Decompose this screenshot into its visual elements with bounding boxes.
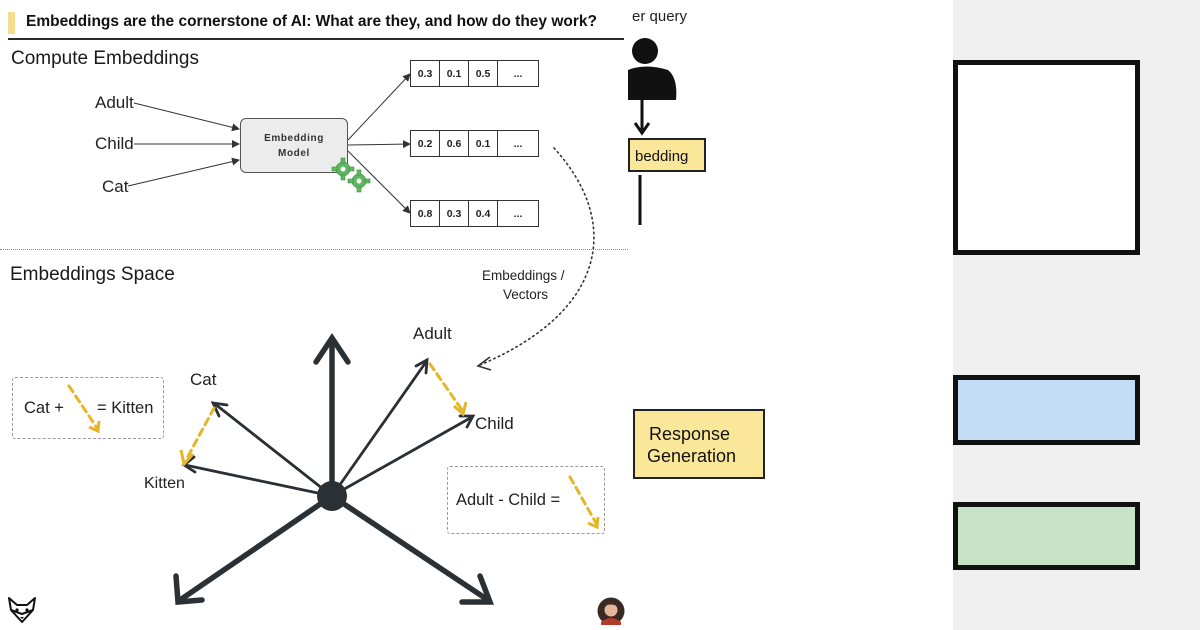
vector-row-adult: 0.3 0.1 0.5 ... (410, 60, 539, 87)
equation-adult-child-text: Adult - Child = (456, 491, 561, 509)
vector-cell: 0.4 (469, 201, 498, 226)
vector-cell: 0.3 (411, 61, 440, 86)
vector-cell: 0.6 (440, 131, 469, 156)
equation-cat-prefix: Cat + (24, 399, 64, 417)
equation-cat-suffix: = Kitten (97, 399, 154, 417)
space-section-title: Embeddings Space (10, 264, 175, 285)
point-label-child: Child (475, 414, 514, 433)
input-cat: Cat (102, 177, 129, 196)
gear-icon (331, 157, 371, 193)
embedding-box-label: bedding (635, 148, 689, 165)
overlay-query-label: er query (632, 8, 688, 25)
person-icon (628, 38, 677, 225)
vector-cell: 0.8 (411, 201, 440, 226)
vectors-label-line2: Vectors (503, 287, 549, 302)
input-child: Child (95, 134, 134, 153)
point-label-kitten: Kitten (144, 475, 185, 492)
page-title: Embeddings are the cornerstone of AI: Wh… (26, 13, 597, 30)
vector-cell: ... (513, 207, 523, 220)
title-rule (8, 38, 624, 40)
input-adult: Adult (95, 93, 134, 112)
equation-adult-child: Adult - Child = (447, 466, 605, 534)
response-generation-box: Response Generation (633, 409, 765, 479)
equation-cat-kitten: Cat + = Kitten (12, 377, 164, 439)
compute-section-title: Compute Embeddings (11, 48, 199, 69)
avatar-icon (597, 597, 625, 625)
dashed-vector-icon (568, 475, 600, 530)
embedding-box: bedding (628, 138, 706, 172)
title-accent (8, 12, 15, 34)
response-line1: Response (649, 424, 731, 444)
vectors-label-line1: Embeddings / (482, 268, 565, 283)
right-green-box (953, 502, 1140, 570)
compute-connectors (127, 73, 411, 214)
vector-cell: ... (513, 137, 523, 150)
vector-row-child: 0.2 0.6 0.1 ... (410, 130, 539, 157)
vector-cell: 0.3 (440, 201, 469, 226)
point-label-adult: Adult (413, 324, 452, 343)
dashed-vector-icon (67, 384, 101, 434)
section-divider (0, 249, 628, 250)
right-blue-box (953, 375, 1140, 445)
model-label-line1: Embedding (264, 132, 324, 144)
vector-cell: 0.1 (440, 61, 469, 86)
fox-logo-icon (8, 597, 36, 623)
embedding-space-diagram (173, 333, 495, 605)
right-white-box (953, 60, 1140, 255)
point-label-cat: Cat (190, 370, 217, 389)
vector-cell: 0.1 (469, 131, 498, 156)
vector-cell: ... (513, 67, 523, 80)
title-bar: Embeddings are the cornerstone of AI: Wh… (8, 8, 624, 38)
slide-background (0, 0, 628, 630)
vectors-to-space-arrow (476, 147, 595, 371)
embedding-model-box: Embedding Model (240, 118, 348, 173)
vector-cell: 0.2 (411, 131, 440, 156)
response-line2: Generation (647, 446, 737, 466)
model-label-line2: Model (278, 147, 310, 159)
vector-cell: 0.5 (469, 61, 498, 86)
vector-row-cat: 0.8 0.3 0.4 ... (410, 200, 539, 227)
